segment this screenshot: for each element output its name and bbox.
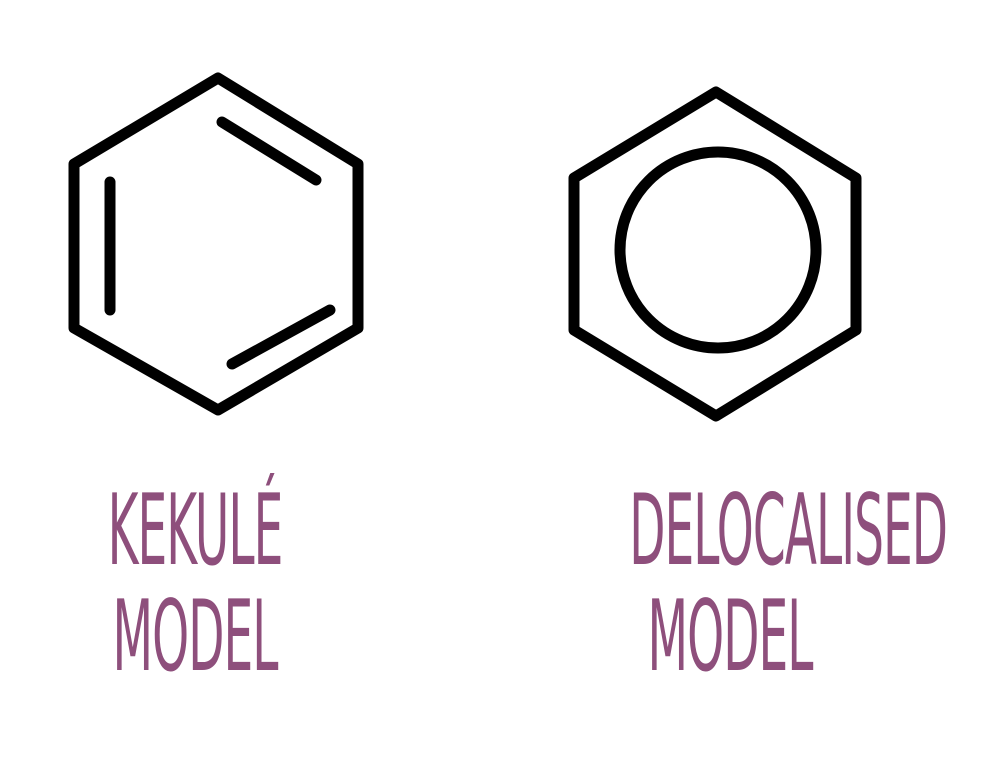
delocalised-electron-ring [614,146,822,354]
delocalised-structure [556,70,876,430]
delocalised-benzene-icon [568,86,862,422]
kekule-caption-line-1: KEKULÉ [107,474,284,588]
kekule-model-caption: KEKULÉ MODEL [94,478,296,690]
delocalised-model-caption: DELOCALISED MODEL [629,474,948,694]
kekule-caption-line-2: MODEL [112,580,279,694]
kekule-double-bond-upper-right [216,116,322,186]
kekule-double-bond-lower-right [226,304,336,370]
delocalised-hexagon-ring [568,86,862,422]
kekule-structure [58,70,378,430]
delocalised-caption-line-2: MODEL [647,580,814,694]
kekule-hexagon-ring [68,72,364,416]
kekule-benzene-icon [68,72,364,416]
delocalised-caption-line-1: DELOCALISED [629,474,948,588]
